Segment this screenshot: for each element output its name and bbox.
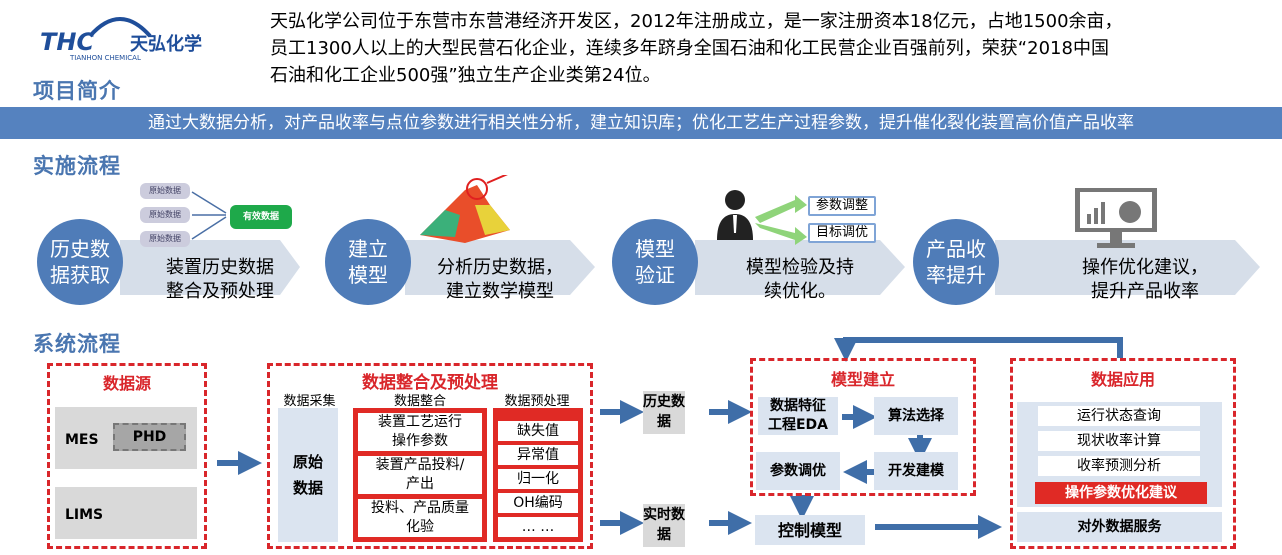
col-label: 数据采集 xyxy=(283,394,336,409)
develop-model-block: 开发建模 xyxy=(874,452,958,490)
history-data-block: 历史数据 xyxy=(643,391,685,434)
process-step-build-model: 建立模型 xyxy=(325,219,411,305)
process-arrow xyxy=(120,240,300,295)
process-arrow xyxy=(405,240,595,295)
integration-box xyxy=(267,363,593,549)
logo-sub: TIANHON CHEMICAL xyxy=(70,54,141,62)
param-adjust-tag: 参数调整 xyxy=(808,196,877,216)
process-arrow xyxy=(995,240,1260,295)
section-title-intro: 项目简介 xyxy=(33,79,121,103)
logo-mark: THC xyxy=(40,28,95,56)
logo-name: 天弘化学 xyxy=(130,34,202,55)
project-banner: 通过大数据分析，对产品收率与点位参数进行相关性分析，建立知识库；优化工艺生产过程… xyxy=(0,107,1282,139)
data-app-box xyxy=(1010,358,1236,549)
database-icon: 原始数据 xyxy=(140,207,190,223)
eda-block: 数据特征工程EDA xyxy=(758,397,838,435)
target-tune-tag: 目标调优 xyxy=(808,223,877,243)
process-step-yield: 产品收率提升 xyxy=(913,219,999,305)
process-desc: 模型检验及持续优化。 xyxy=(746,257,854,302)
external-service-block: 对外数据服务 xyxy=(1017,512,1222,542)
intro-line: 天弘化学公司位于东营市东营港经济开发区，2012年注册成立，是一家注册资本18亿… xyxy=(270,11,1123,32)
logo-arc-icon xyxy=(88,17,152,38)
process-desc: 装置历史数据整合及预处理 xyxy=(166,257,274,302)
merge-arrows-icon xyxy=(191,191,227,240)
database-icon: 原始数据 xyxy=(140,183,190,199)
intro-line: 石油和化工企业500强”独立生产企业类第24位。 xyxy=(270,65,661,86)
model-box xyxy=(750,358,976,496)
section-title-implementation: 实施流程 xyxy=(33,154,121,178)
app-item-highlight: 操作参数优化建议 xyxy=(1035,482,1207,504)
realtime-data-block: 实时数据 xyxy=(643,504,685,547)
intro-line: 员工1300人以上的大型民营石化企业，连续多年跻身全国石油和化工民营企业百强前列… xyxy=(270,38,1109,59)
mes-block: MES PHD xyxy=(55,407,197,469)
process-arrows xyxy=(120,240,1260,295)
preprocess-item: 归一化 xyxy=(498,469,578,489)
logo: THC 天弘化学 TIANHON CHEMICAL xyxy=(40,8,220,63)
preprocess-item: 缺失值 xyxy=(498,421,578,441)
control-model-block: 控制模型 xyxy=(755,515,865,545)
app-item: 收率预测分析 xyxy=(1038,456,1200,476)
model-title: 模型建立 xyxy=(830,370,895,389)
process-step-data-acquisition: 历史数据获取 xyxy=(37,219,123,305)
integration-title: 数据整合及预处理 xyxy=(362,373,498,393)
process-arrow xyxy=(695,240,905,295)
lims-label: LIMS xyxy=(65,507,104,523)
param-tune-block: 参数调优 xyxy=(756,452,840,490)
process-step-validate: 模型验证 xyxy=(612,219,698,305)
database-icon: 原始数据 xyxy=(140,231,190,247)
lims-block: LIMS xyxy=(55,487,197,539)
algorithm-block: 算法选择 xyxy=(874,397,958,435)
app-item: 运行状态查询 xyxy=(1038,406,1200,426)
mes-label: MES xyxy=(65,432,99,448)
raw-data-block: 原始数据 xyxy=(278,408,338,542)
phd-block: PHD xyxy=(113,423,186,451)
process-desc: 分析历史数据，建立数学模型 xyxy=(437,257,563,302)
company-intro: 天弘化学公司位于东营市东营港经济开发区，2012年注册成立，是一家注册资本18亿… xyxy=(270,8,1275,89)
integration-item: 装置工艺运行操作参数 xyxy=(358,413,482,451)
surface-plot-icon xyxy=(420,175,510,243)
integration-item: 装置产品投料/产出 xyxy=(358,456,482,494)
valid-data-icon: 有效数据 xyxy=(230,205,292,229)
app-item: 现状收率计算 xyxy=(1038,431,1200,451)
col-label: 数据整合 xyxy=(393,394,446,409)
preprocess-item: OH编码 xyxy=(498,493,578,513)
preprocess-item: 异常值 xyxy=(498,445,578,465)
person-icon xyxy=(717,190,753,240)
data-source-box xyxy=(47,363,207,549)
section-title-system: 系统流程 xyxy=(33,332,121,356)
preprocess-item: … … xyxy=(498,517,578,537)
split-arrows-icon xyxy=(755,195,807,245)
col-label: 数据预处理 xyxy=(504,394,570,409)
integration-item: 投料、产品质量化验 xyxy=(358,499,482,537)
data-source-title: 数据源 xyxy=(102,374,151,393)
process-desc: 操作优化建议，提升产品收率 xyxy=(1082,257,1208,302)
monitor-chart-icon xyxy=(1075,188,1157,248)
data-app-title: 数据应用 xyxy=(1090,370,1155,389)
